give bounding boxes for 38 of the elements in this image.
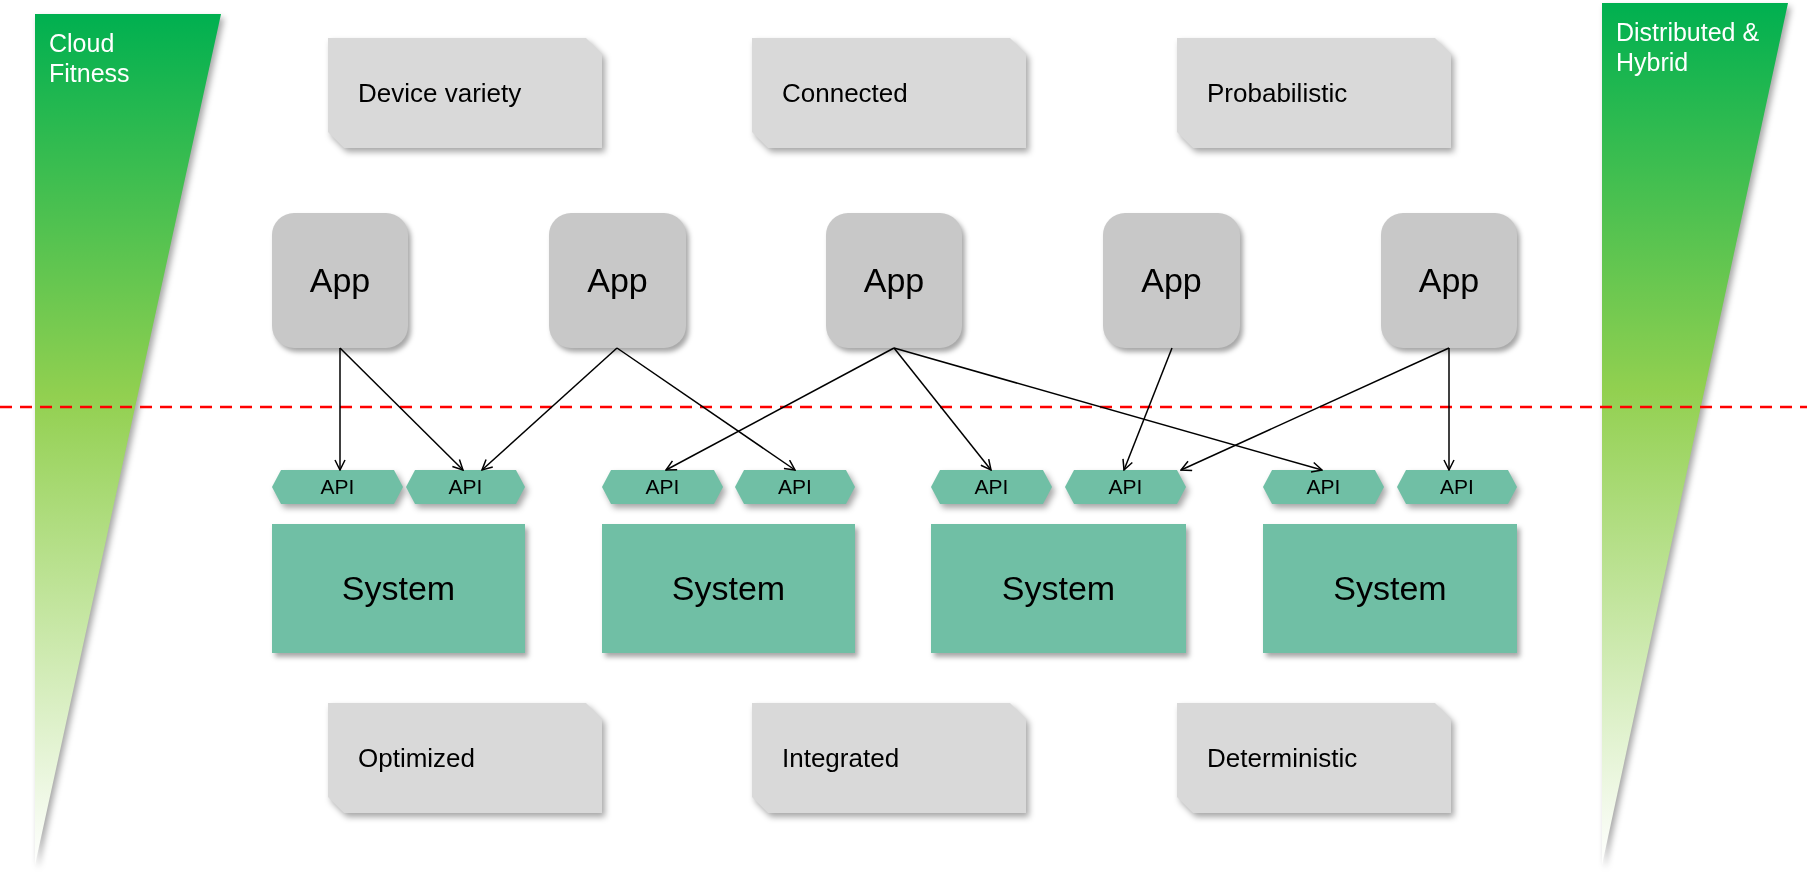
system-box: System xyxy=(272,524,525,653)
node-label: App xyxy=(1418,261,1480,299)
app-box: App xyxy=(826,213,962,348)
api-tab: API xyxy=(1065,470,1186,504)
arrow xyxy=(334,347,346,471)
app-box: App xyxy=(1381,213,1517,348)
api-tab: API xyxy=(1397,470,1517,504)
system-box: System xyxy=(1263,524,1517,653)
node-label: App xyxy=(587,261,648,299)
arrow xyxy=(893,347,992,471)
arrow xyxy=(1180,347,1450,472)
node-label: App xyxy=(309,261,371,299)
api-tab: API xyxy=(931,470,1052,504)
arrow xyxy=(1443,347,1455,471)
feature-box: Optimized xyxy=(328,703,602,813)
app-box: App xyxy=(272,213,408,348)
feature-box: Connected xyxy=(752,38,1026,148)
system-box: System xyxy=(931,524,1186,653)
api-tab: API xyxy=(602,470,723,504)
arrow xyxy=(481,347,618,471)
arrow xyxy=(665,347,895,471)
node-label: App xyxy=(863,261,925,299)
api-tab: API xyxy=(1263,470,1384,504)
node-label: App xyxy=(1141,261,1202,299)
feature-box: Integrated xyxy=(752,703,1026,813)
arrow xyxy=(339,347,464,471)
app-box: App xyxy=(1103,213,1240,348)
system-box: System xyxy=(602,524,855,653)
api-tab: API xyxy=(735,470,855,504)
api-tab: API xyxy=(406,470,525,504)
arrow xyxy=(893,347,1323,473)
arrow xyxy=(1122,347,1173,471)
feature-box: Device variety xyxy=(328,38,602,148)
app-box: App xyxy=(549,213,686,348)
feature-box: Probabilistic xyxy=(1177,38,1451,148)
arrow xyxy=(616,347,796,471)
api-tab: API xyxy=(272,470,403,504)
feature-box: Deterministic xyxy=(1177,703,1451,813)
